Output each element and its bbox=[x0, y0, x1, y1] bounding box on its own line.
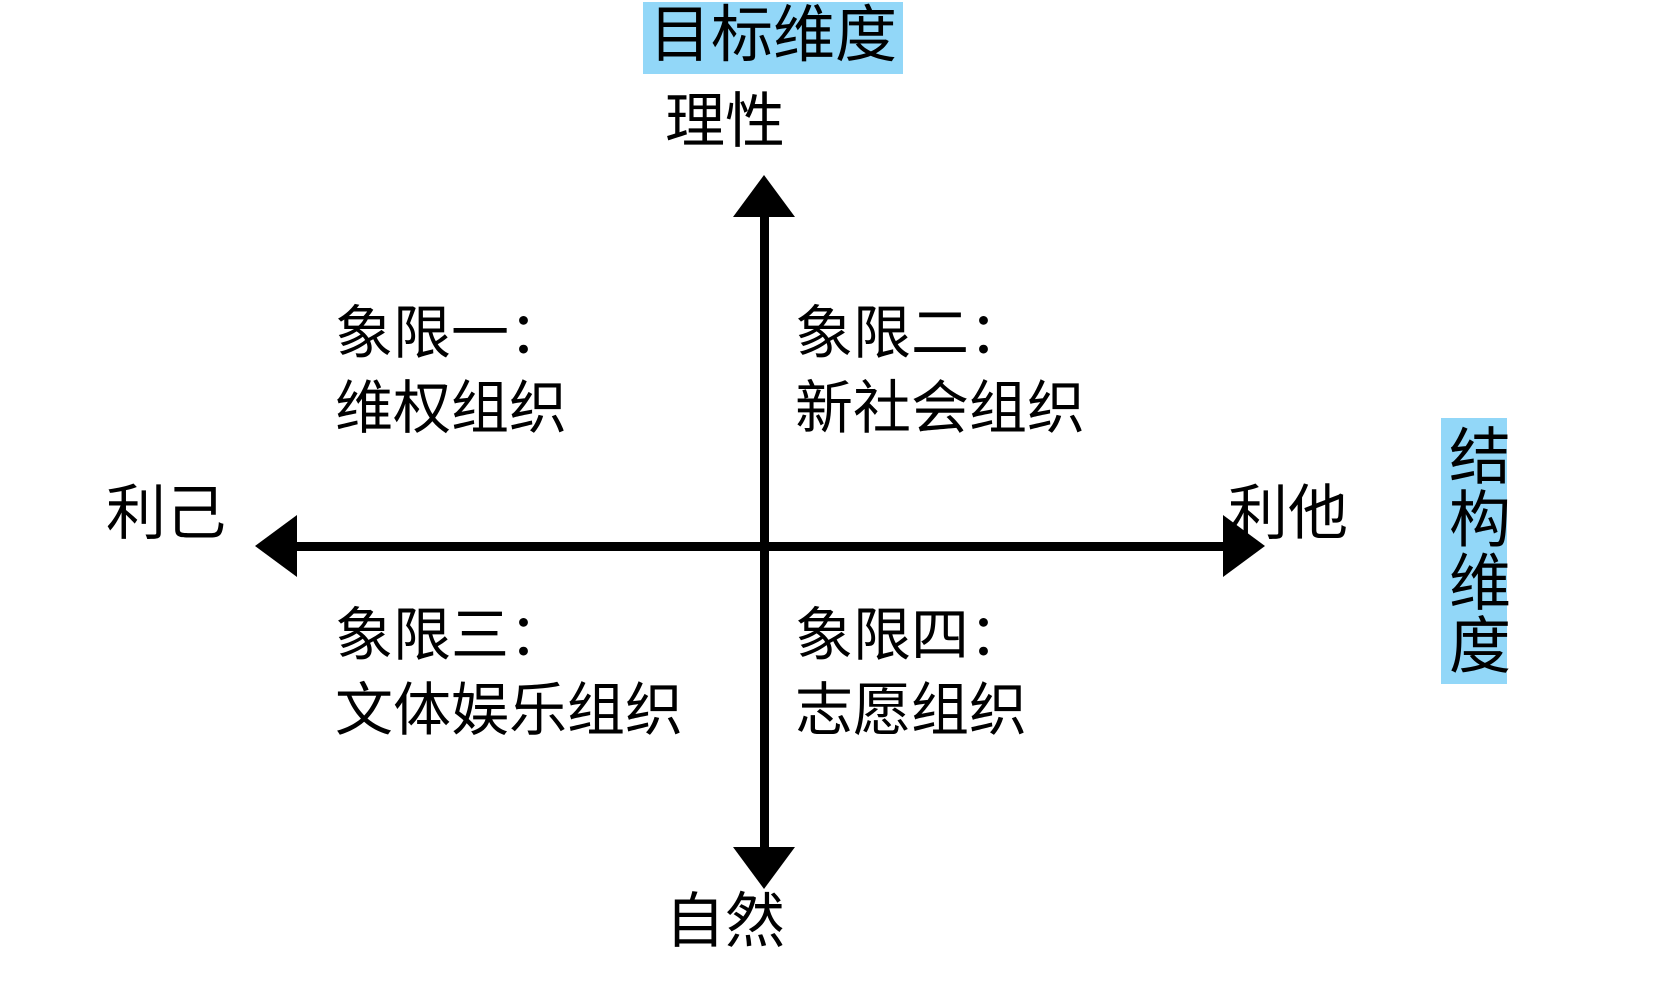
quadrant-title: 象限二： bbox=[795, 299, 1028, 367]
quadrant-body: 维权组织 bbox=[335, 374, 568, 443]
horizontal-axis-left-label: 利己 bbox=[106, 479, 226, 549]
arrow-up-icon bbox=[733, 175, 795, 217]
quadrant-body: 文体娱乐组织 bbox=[335, 676, 684, 745]
vertical-axis-bottom-label: 自然 bbox=[665, 887, 785, 957]
vertical-axis-dimension-label: 目标维度 bbox=[643, 2, 904, 74]
quadrant-body: 志愿组织 bbox=[795, 676, 1028, 745]
arrow-right-icon bbox=[1223, 515, 1265, 577]
quadrant-top-left: 象限一： 维权组织 bbox=[335, 296, 567, 447]
vertical-axis-top-label: 理性 bbox=[665, 87, 785, 157]
vertical-axis-line bbox=[760, 182, 769, 858]
quadrant-title: 象限四： bbox=[795, 601, 1028, 669]
horizontal-axis-dimension-label: 结构维度 bbox=[1438, 418, 1511, 684]
quadrant-title: 象限三： bbox=[335, 601, 568, 669]
arrow-left-icon bbox=[255, 515, 297, 577]
quadrant-top-right: 象限二： 新社会组织 bbox=[795, 296, 1085, 447]
quadrant-title: 象限一： bbox=[335, 299, 568, 367]
quadrant-bottom-right: 象限四： 志愿组织 bbox=[795, 598, 1027, 749]
horizontal-axis-right-label: 利他 bbox=[1228, 479, 1348, 549]
quadrant-body: 新社会组织 bbox=[795, 374, 1086, 443]
arrow-down-icon bbox=[733, 847, 795, 889]
quadrant-bottom-left: 象限三： 文体娱乐组织 bbox=[335, 598, 683, 749]
